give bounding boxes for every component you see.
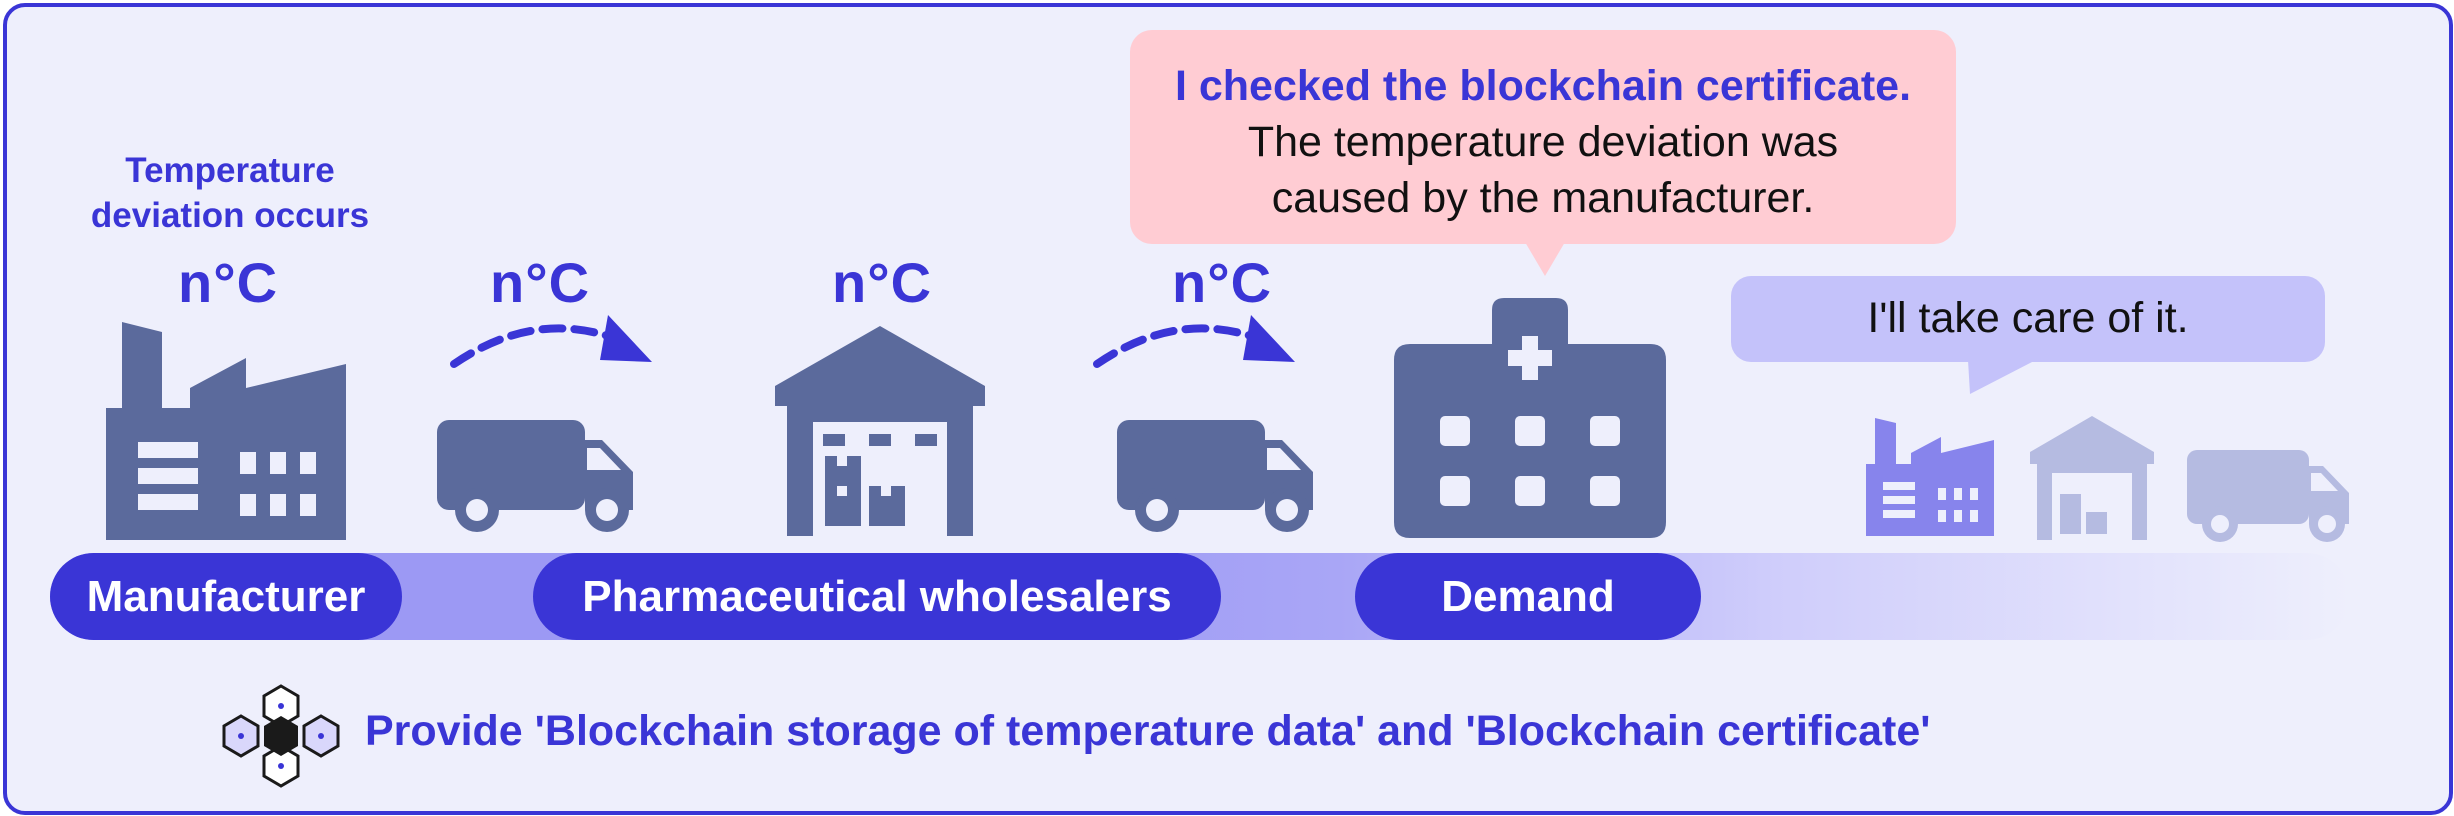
stage-pill-demand: Demand [1355,553,1701,640]
stage-label-wholesalers: Pharmaceutical wholesalers [582,571,1172,621]
temp-label-transport-1: n°C [490,251,591,314]
footer-statement: Provide 'Blockchain storage of temperatu… [365,707,1931,755]
stage-label-demand: Demand [1441,571,1615,621]
speech-tail-icon [1525,242,1565,276]
stage-pill-wholesalers: Pharmaceutical wholesalers [533,553,1221,640]
demand-speech-line3: caused by the manufacturer. [1271,174,1815,222]
deviation-note-line2: deviation occurs [90,196,370,235]
temp-label-transport-2: n°C [1172,251,1273,314]
warehouse-icon [775,326,985,536]
manufacturer-reply-text: I'll take care of it. [1867,294,2189,342]
blockchain-hexagon-icon [222,684,340,788]
truck-icon [1117,420,1313,532]
temp-label-manufacturer: n°C [178,251,279,314]
deviation-note-line1: Temperature [125,151,335,190]
stage-label-manufacturer: Manufacturer [86,571,366,621]
warehouse-icon [2030,416,2154,540]
deviation-note: Temperature deviation occurs [55,148,405,238]
factory-icon [106,322,346,540]
speech-tail-icon [1968,360,2036,394]
temp-label-warehouse: n°C [832,251,933,314]
demand-speech-body: The temperature deviation was caused by … [1130,114,1956,226]
hospital-icon [1394,298,1666,538]
stage-pill-manufacturer: Manufacturer [50,553,402,640]
manufacturer-reply-bubble: I'll take care of it. [1731,276,2325,362]
demand-speech-highlight: I checked the blockchain certificate. [1174,62,1912,110]
truck-icon [2187,450,2349,542]
truck-icon [437,420,633,532]
factory-icon [1866,418,1994,536]
demand-speech-line2: The temperature deviation was [1247,118,1839,166]
demand-speech-bubble: I checked the blockchain certificate. Th… [1130,30,1956,244]
